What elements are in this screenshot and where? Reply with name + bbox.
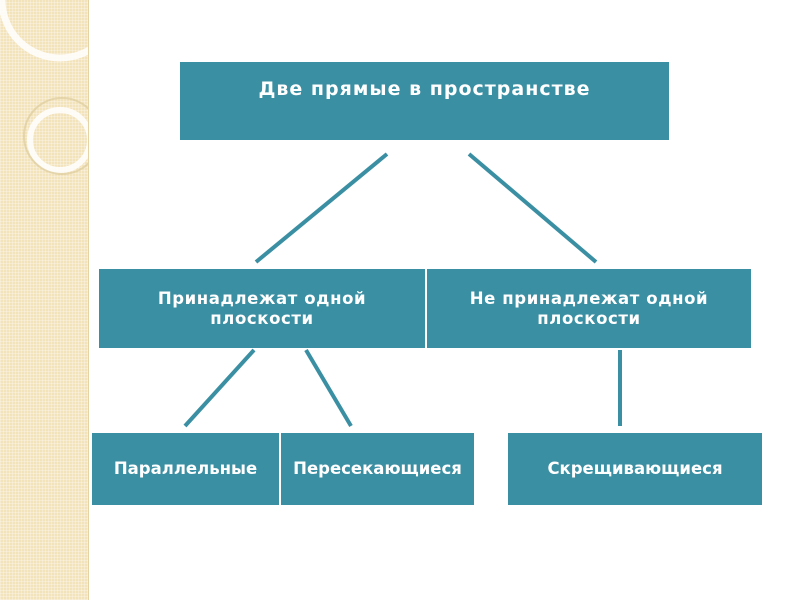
node-parallel: Параллельные <box>92 433 279 505</box>
node-parallel-label: Параллельные <box>113 459 258 479</box>
node-not-in-one-plane-label: Не принадлежат одной плоскости <box>469 288 709 328</box>
connector-root-to-nonplanar <box>467 152 598 264</box>
root-node-two-lines-in-space: Две прямые в пространстве <box>180 62 669 140</box>
root-node-label: Две прямые в пространстве <box>258 78 591 100</box>
node-not-in-one-plane: Не принадлежат одной плоскости <box>427 269 751 348</box>
connector-root-to-planar <box>254 152 389 264</box>
connector-planar-to-parallel <box>183 348 256 428</box>
node-intersecting: Пересекающиеся <box>281 433 474 505</box>
connector-planar-to-intersecting <box>304 348 353 428</box>
node-lie-in-one-plane: Принадлежат одной плоскости <box>99 269 425 348</box>
node-lie-in-one-plane-label: Принадлежат одной плоскости <box>157 288 367 328</box>
node-intersecting-label: Пересекающиеся <box>293 459 462 479</box>
node-skew: Скрещивающиеся <box>508 433 762 505</box>
decorative-rings <box>0 0 88 175</box>
node-skew-label: Скрещивающиеся <box>547 459 723 479</box>
